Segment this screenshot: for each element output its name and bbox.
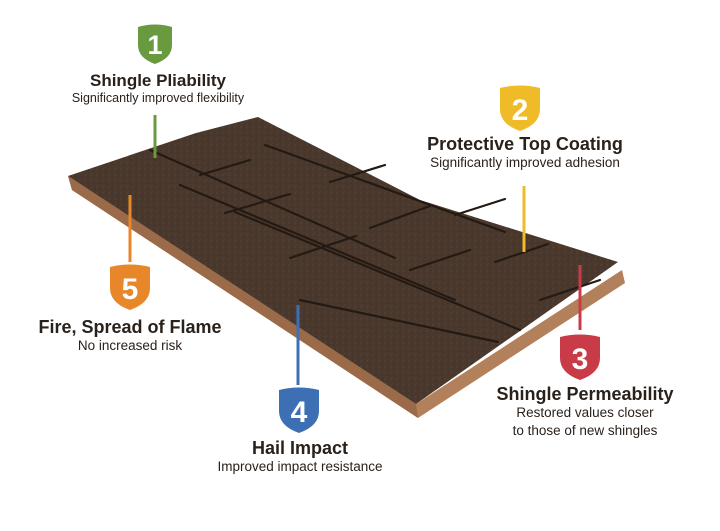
callout-1: Shingle Pliability Significantly improve… bbox=[38, 72, 278, 107]
callout-description-line-1: Restored values closer bbox=[516, 404, 654, 420]
svg-text:1: 1 bbox=[147, 30, 162, 60]
shield-badge-icon bbox=[560, 334, 600, 380]
callout-description: Significantly improved adhesion bbox=[430, 154, 620, 170]
callout-title: Shingle Pliability bbox=[89, 71, 227, 90]
shield-badge-icon bbox=[500, 85, 540, 131]
badge-2: 2 bbox=[500, 85, 540, 131]
badge-1: 1 bbox=[138, 24, 172, 64]
badge-5: 5 bbox=[110, 264, 150, 310]
shingle-tab-lines bbox=[148, 143, 602, 344]
callout-description-line-2: to those of new shingles bbox=[512, 423, 658, 439]
callout-description: Significantly improved flexibility bbox=[71, 90, 245, 105]
svg-text:5: 5 bbox=[122, 273, 139, 306]
connector-lines bbox=[128, 115, 582, 385]
badge-3: 3 bbox=[560, 334, 600, 380]
svg-text:2: 2 bbox=[512, 94, 529, 127]
panel-surface bbox=[68, 117, 618, 404]
callout-5: Fire, Spread of Flame No increased risk bbox=[20, 318, 240, 355]
svg-text:4: 4 bbox=[291, 396, 308, 429]
callout-4: Hail Impact Improved impact resistance bbox=[180, 439, 420, 476]
callout-description: No increased risk bbox=[77, 337, 183, 353]
callout-title: Protective Top Coating bbox=[427, 134, 623, 154]
callout-2: Protective Top Coating Significantly imp… bbox=[400, 135, 650, 172]
callout-title: Fire, Spread of Flame bbox=[38, 317, 222, 337]
shield-badge-icon bbox=[279, 387, 319, 433]
shield-badge-icon bbox=[138, 24, 172, 64]
callout-title: Hail Impact bbox=[251, 438, 349, 458]
shingle-panel bbox=[68, 117, 625, 418]
svg-text:3: 3 bbox=[572, 343, 589, 376]
callout-description: Improved impact resistance bbox=[217, 458, 383, 474]
badge-4: 4 bbox=[279, 387, 319, 433]
shield-badge-icon bbox=[110, 264, 150, 310]
callout-3: Shingle Permeability Restored values clo… bbox=[475, 385, 695, 440]
callout-title: Shingle Permeability bbox=[496, 384, 674, 404]
